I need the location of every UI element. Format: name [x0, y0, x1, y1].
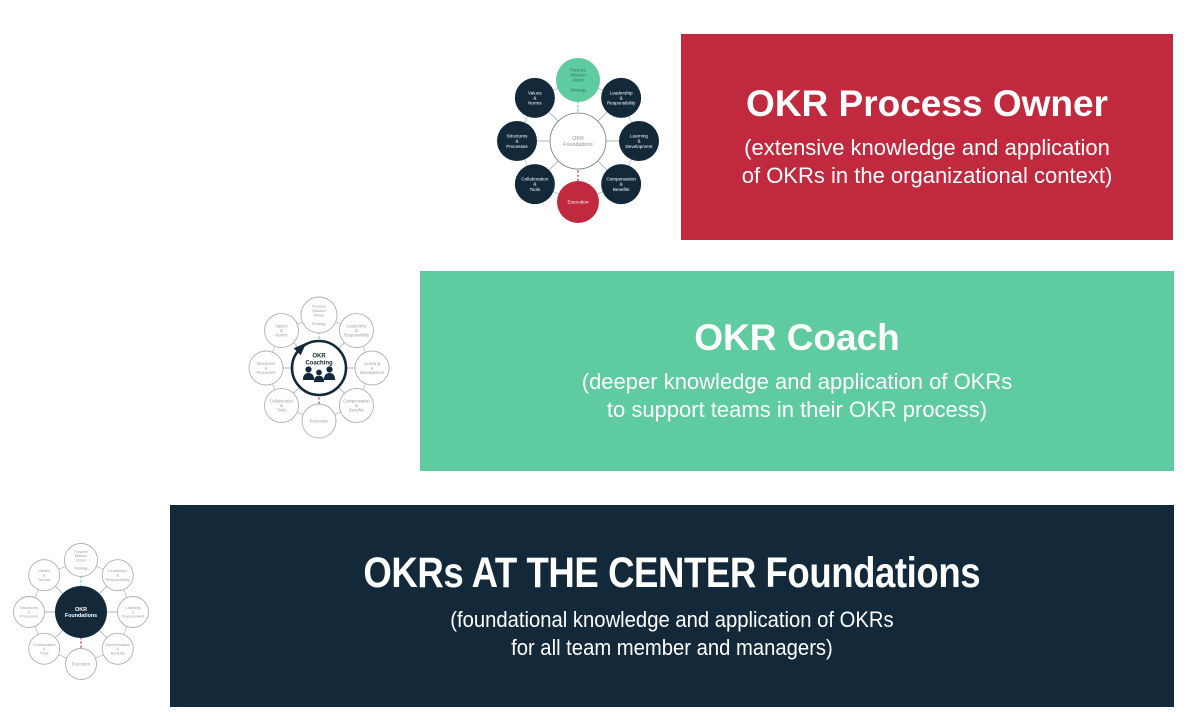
cycle-arrow-icon — [293, 342, 307, 356]
satellite-left: Structures&Processes — [248, 350, 284, 386]
band-okrs-foundations: OKRs AT THE CENTER Foundations (foundati… — [170, 505, 1174, 707]
person-icon — [313, 369, 325, 383]
satellite-label: Leadership&Responsibility — [106, 568, 130, 582]
satellite-label: Structures&Processes — [20, 605, 38, 619]
foundations-subtitle: (foundational knowledge and application … — [450, 606, 893, 662]
satellite-label: Collaboration&Tools — [33, 642, 56, 656]
subtitle-line: (deeper knowledge and application of OKR… — [581, 368, 1013, 394]
satellite-label: Execution — [567, 200, 588, 206]
coach-title: OKR Coach — [694, 317, 900, 359]
satellite-bottom-left: Collaboration&Tools — [28, 632, 61, 665]
satellite-label: Execution — [310, 419, 329, 424]
satellite-bottom: Execution — [65, 648, 97, 680]
subtitle-line: to support teams in their OKR process) — [606, 396, 988, 422]
satellite-label: Values&Norms — [275, 323, 287, 337]
satellite-label: Execution — [72, 661, 91, 666]
satellite-label: Structures&Processes — [256, 361, 275, 375]
satellite-top-right: Leadership&Responsibility — [339, 313, 374, 348]
satellite-label: Learning&Development — [360, 361, 385, 375]
subtitle-line: (foundational knowledge and application … — [450, 607, 894, 633]
satellite-left: Structures&Processes — [13, 596, 45, 628]
satellite-top-right: Leadership&Responsibility — [101, 559, 134, 592]
satellite-bottom-right: Compensation&Benefits — [101, 632, 134, 665]
satellite-label: Values&Norms — [38, 568, 50, 582]
person-icon — [323, 366, 336, 380]
subtitle-line: of OKRs in the organizational context) — [741, 162, 1113, 188]
satellite-label: Compensation&Benefits — [105, 642, 130, 656]
satellite-top-left: Values&Norms — [28, 559, 61, 592]
person-icon — [302, 366, 315, 380]
satellite-bottom-left: Collaboration&Tools — [514, 164, 555, 205]
subtitle-line: for all team member and managers) — [511, 635, 833, 661]
satellite-right: Learning&Development — [619, 121, 659, 161]
foundations-title: OKRs AT THE CENTER Foundations — [363, 548, 981, 597]
satellite-label: Structures&Processes — [506, 133, 528, 148]
satellite-top-left: Values&Norms — [514, 77, 555, 118]
satellite-label: Values&Norms — [528, 90, 542, 105]
coach-subtitle: (deeper knowledge and application of OKR… — [582, 368, 1013, 424]
satellite-bottom-left: Collaboration&Tools — [264, 388, 299, 423]
process-owner-subtitle: (extensive knowledge and application of … — [742, 134, 1113, 190]
satellite-top-right: Leadership&Responsibility — [601, 77, 642, 118]
band-okr-coach: OKR Coach (deeper knowledge and applicat… — [420, 271, 1174, 471]
satellite-right: Learning&Development — [117, 596, 149, 628]
satellite-bottom-right: Compensation&Benefits — [339, 388, 374, 423]
satellite-label: Learning&Development — [122, 605, 146, 619]
satellite-bottom: Execution — [557, 181, 599, 223]
satellite-right: Learning&Development — [354, 350, 390, 386]
satellite-label: Learning&Development — [625, 133, 653, 148]
satellite-label: Collaboration&Tools — [269, 398, 294, 412]
satellite-label: Collaboration&Tools — [521, 177, 549, 192]
satellite-label: Compensation&Benefits — [343, 398, 370, 412]
satellite-label: Leadership&Responsibility — [344, 323, 370, 337]
satellite-bottom-right: Compensation&Benefits — [601, 164, 642, 205]
satellite-top-left: Values&Norms — [264, 313, 299, 348]
band-okr-process-owner: OKR Process Owner (extensive knowledge a… — [681, 34, 1173, 240]
subtitle-line: (extensive knowledge and application — [744, 134, 1110, 160]
satellite-bottom: Execution — [301, 403, 337, 439]
satellite-label: Compensation&Benefits — [606, 177, 636, 192]
process-owner-title: OKR Process Owner — [746, 83, 1108, 125]
satellite-left: Structures&Processes — [497, 121, 537, 161]
satellite-label: Leadership&Responsibility — [607, 90, 636, 105]
